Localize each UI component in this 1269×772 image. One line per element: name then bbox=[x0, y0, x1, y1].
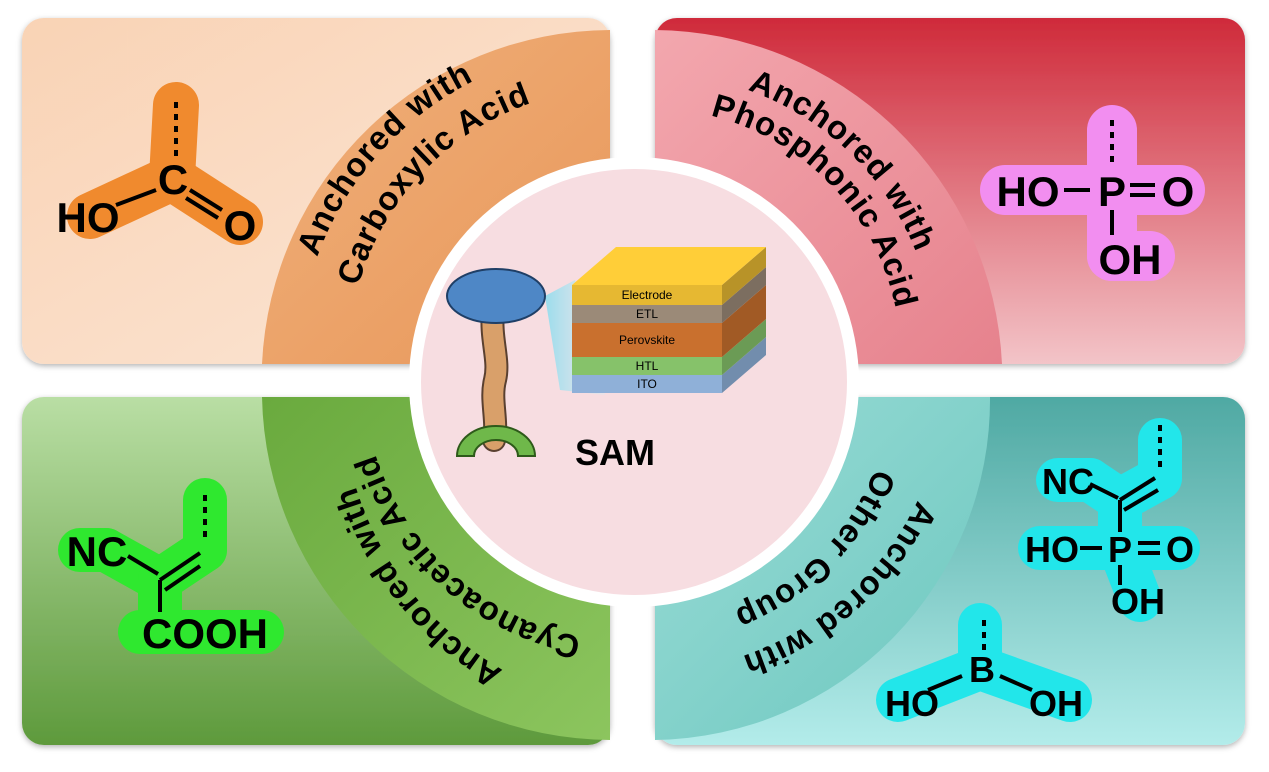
atom-cooh: COOH bbox=[142, 610, 268, 657]
boronic-acid-structure: HO B OH bbox=[876, 603, 1092, 724]
center-circle-group: ITO HTL Perovskite ETL Electrode SAM bbox=[409, 157, 859, 607]
atom-oh: OH bbox=[1029, 683, 1083, 724]
cyano-phosphonic-structure: NC HO P O OH bbox=[1018, 418, 1200, 622]
atom-ho: HO bbox=[1025, 529, 1079, 570]
atom-c: C bbox=[158, 156, 188, 203]
atom-ho: HO bbox=[57, 194, 120, 241]
atom-oh: OH bbox=[1099, 236, 1162, 283]
atom-nc: NC bbox=[67, 528, 128, 575]
atom-o: O bbox=[1166, 529, 1194, 570]
layer-label-etl: ETL bbox=[636, 307, 658, 321]
atom-b: B bbox=[969, 649, 995, 690]
device-layer-electrode: Electrode bbox=[572, 247, 766, 305]
sam-label: SAM bbox=[575, 432, 655, 473]
device-stack: ITO HTL Perovskite ETL Electrode bbox=[572, 247, 766, 393]
layer-label-perovskite: Perovskite bbox=[619, 333, 675, 347]
atom-o: O bbox=[1162, 168, 1195, 215]
device-layer-ito: ITO bbox=[572, 337, 766, 393]
carboxylic-acid-structure: HO C O bbox=[57, 82, 263, 249]
sam-molecule-icon bbox=[446, 268, 546, 457]
atom-p: P bbox=[1098, 168, 1126, 215]
phosphonic-acid-structure: HO P O OH bbox=[980, 105, 1205, 283]
layer-label-ito: ITO bbox=[637, 377, 657, 391]
layer-label-electrode: Electrode bbox=[622, 288, 673, 302]
atom-ho: HO bbox=[997, 168, 1060, 215]
device-layer-htl: HTL bbox=[572, 319, 766, 375]
device-layer-etl: ETL bbox=[572, 267, 766, 323]
device-layer-perovskite: Perovskite bbox=[572, 285, 766, 357]
atom-ho: HO bbox=[885, 683, 939, 724]
atom-nc: NC bbox=[1042, 461, 1094, 502]
atom-o: O bbox=[224, 202, 257, 249]
layer-label-htl: HTL bbox=[636, 359, 659, 373]
atom-oh: OH bbox=[1111, 581, 1165, 622]
cyanoacetic-acid-structure: NC COOH bbox=[58, 478, 284, 657]
atom-p: P bbox=[1108, 529, 1132, 570]
